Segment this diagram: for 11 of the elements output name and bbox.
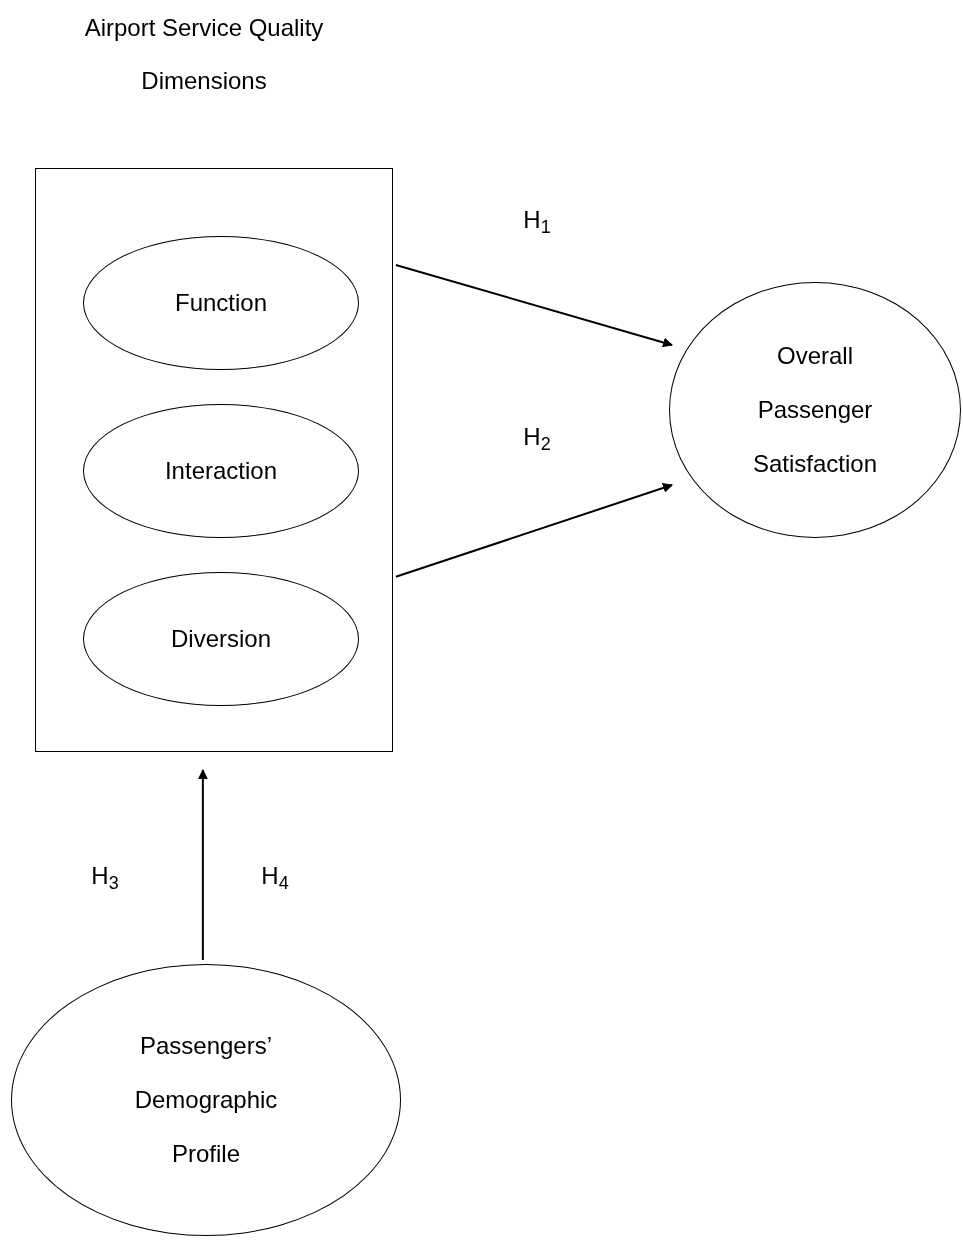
- construct-label: Interaction: [163, 456, 279, 486]
- arrow: [394, 483, 673, 578]
- construct-label: Passengers’ Demographic Profile: [133, 1031, 279, 1169]
- construct-label: Function: [173, 288, 269, 318]
- group-heading: Airport Service Quality Dimensions: [83, 13, 325, 96]
- construct-label: Overall Passenger Satisfaction: [751, 341, 879, 479]
- hypothesis-label: H$_{3}$: [91, 862, 119, 890]
- construct-label: Diversion: [170, 624, 272, 654]
- hypothesis-label: H$_{4}$: [261, 862, 289, 890]
- arrow: [197, 769, 208, 961]
- arrow: [394, 263, 673, 348]
